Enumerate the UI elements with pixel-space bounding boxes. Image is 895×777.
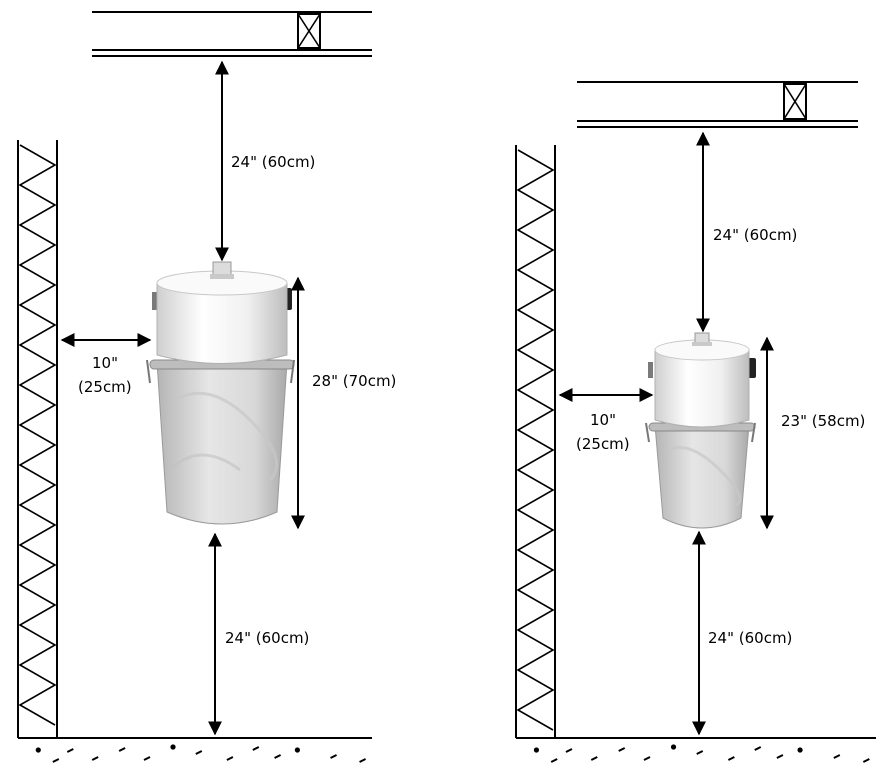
floor-speckle bbox=[776, 754, 784, 759]
wall-clearance-label-line2: (25cm) bbox=[576, 435, 630, 453]
central-vacuum-unit bbox=[146, 261, 295, 525]
floor bbox=[18, 737, 372, 763]
ceiling-joist bbox=[577, 81, 858, 128]
wall bbox=[515, 145, 556, 738]
floor-speckle bbox=[52, 758, 60, 763]
wall-clearance-label-line1: 10" bbox=[590, 411, 616, 429]
floor-speckle bbox=[330, 754, 337, 759]
floor-speckle bbox=[118, 747, 126, 752]
floor-clearance-label: 24" (60cm) bbox=[708, 629, 792, 647]
wall-clearance-label-line2: (25cm) bbox=[78, 378, 132, 396]
floor-speckle bbox=[274, 754, 282, 759]
floor-speckle bbox=[618, 747, 626, 752]
floor-speckle bbox=[226, 756, 234, 761]
floor-speckle bbox=[696, 750, 704, 755]
diagram-small-unit: 24" (60cm) 10" (25cm) 23" (58cm) 24" (60… bbox=[515, 81, 876, 763]
diagram-large-unit: 24" (60cm) 10" (25cm) 28" (70cm) 24" (60… bbox=[17, 11, 396, 763]
wall-clearance-label-line1: 10" bbox=[92, 354, 118, 372]
floor-speckle bbox=[35, 747, 41, 753]
floor bbox=[516, 737, 876, 763]
floor-speckle bbox=[565, 748, 573, 753]
floor-speckle bbox=[170, 744, 176, 750]
floor-speckle bbox=[66, 748, 74, 753]
floor-speckle bbox=[533, 747, 540, 753]
floor-speckle bbox=[143, 756, 151, 761]
floor-speckle bbox=[833, 754, 841, 759]
floor-speckle bbox=[670, 744, 677, 750]
ceiling-clearance-label: 24" (60cm) bbox=[231, 153, 315, 171]
floor-speckle bbox=[91, 756, 99, 761]
floor-speckle bbox=[550, 758, 558, 763]
floor-speckle bbox=[195, 750, 203, 755]
floor-speckle bbox=[643, 756, 651, 761]
floor-speckle bbox=[727, 756, 735, 761]
ceiling-joist bbox=[92, 11, 372, 57]
ceiling-clearance-label: 24" (60cm) bbox=[713, 226, 797, 244]
wall bbox=[17, 140, 58, 738]
floor-clearance-label: 24" (60cm) bbox=[225, 629, 309, 647]
floor-speckle bbox=[797, 747, 803, 753]
floor-speckle bbox=[862, 758, 870, 763]
unit-height-label: 28" (70cm) bbox=[312, 372, 396, 390]
floor-speckle bbox=[359, 758, 367, 763]
unit-height-label: 23" (58cm) bbox=[781, 412, 865, 430]
floor-speckle bbox=[252, 746, 260, 751]
floor-speckle bbox=[590, 756, 598, 761]
central-vacuum-unit bbox=[645, 332, 756, 529]
floor-speckle bbox=[754, 746, 762, 751]
floor-speckle bbox=[294, 747, 300, 753]
